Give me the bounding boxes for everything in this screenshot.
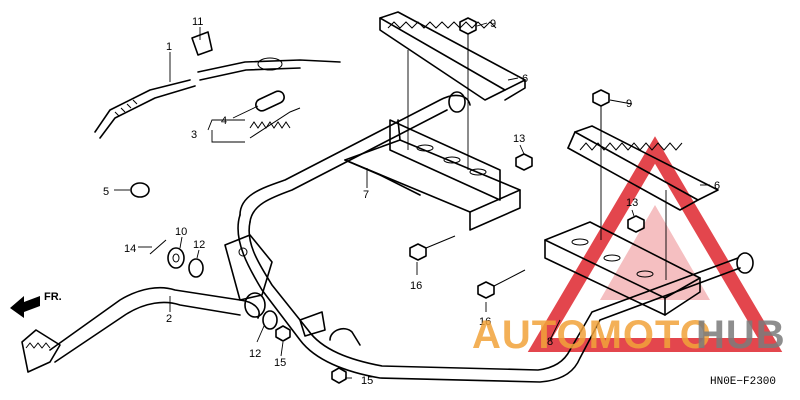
callout-13-lower: 13 [626,197,638,209]
callout-7: 7 [363,189,369,201]
callout-10: 10 [175,226,187,238]
callout-16-upper: 16 [410,280,422,292]
callout-1: 1 [166,41,172,53]
spring [249,107,301,139]
washer [167,247,185,269]
callout-13-upper: 13 [513,133,525,145]
step-bracket-lower [544,221,701,316]
clip [191,31,213,56]
brake-pedal [21,234,273,373]
step-rubber-lower [567,125,719,211]
callout-16-lower: 16 [479,316,491,328]
callout-12-upper: 12 [193,239,205,251]
cotter-pin [149,239,167,255]
watermark-text-orange: AUTOMOTO [472,313,712,357]
leader-lines [114,22,710,379]
watermark-logo: AUTOMOTO HUB [472,313,786,357]
watermark-text-grey: HUB [696,313,786,357]
callout-6-lower: 6 [714,180,720,192]
brake-cable [94,57,341,139]
callout-6-upper: 6 [522,73,528,85]
bolt [275,17,610,384]
callout-4: 4 [221,115,227,127]
grommet [130,182,150,198]
drawing-code: HN0E−F2300 [710,376,776,388]
step-rubber-upper [379,11,526,101]
step-bracket-upper [344,119,521,231]
spring-sleeve [255,90,285,112]
callout-15-left: 15 [274,357,286,369]
step-bar [237,91,754,383]
callout-14: 14 [124,243,136,255]
callout-15-bottom: 15 [361,375,373,387]
front-label: FR. [44,291,62,303]
callout-12-lower: 12 [249,348,261,360]
callout-11: 11 [192,16,203,28]
callout-2: 2 [166,313,172,325]
front-direction-arrow [10,296,40,318]
callout-9-lower: 9 [626,98,632,110]
pedal-bushing [188,258,278,330]
callout-5: 5 [103,186,109,198]
callout-3: 3 [191,129,197,141]
callout-9-upper: 9 [490,18,496,30]
watermark-triangle [527,136,783,352]
callout-8: 8 [547,336,553,348]
